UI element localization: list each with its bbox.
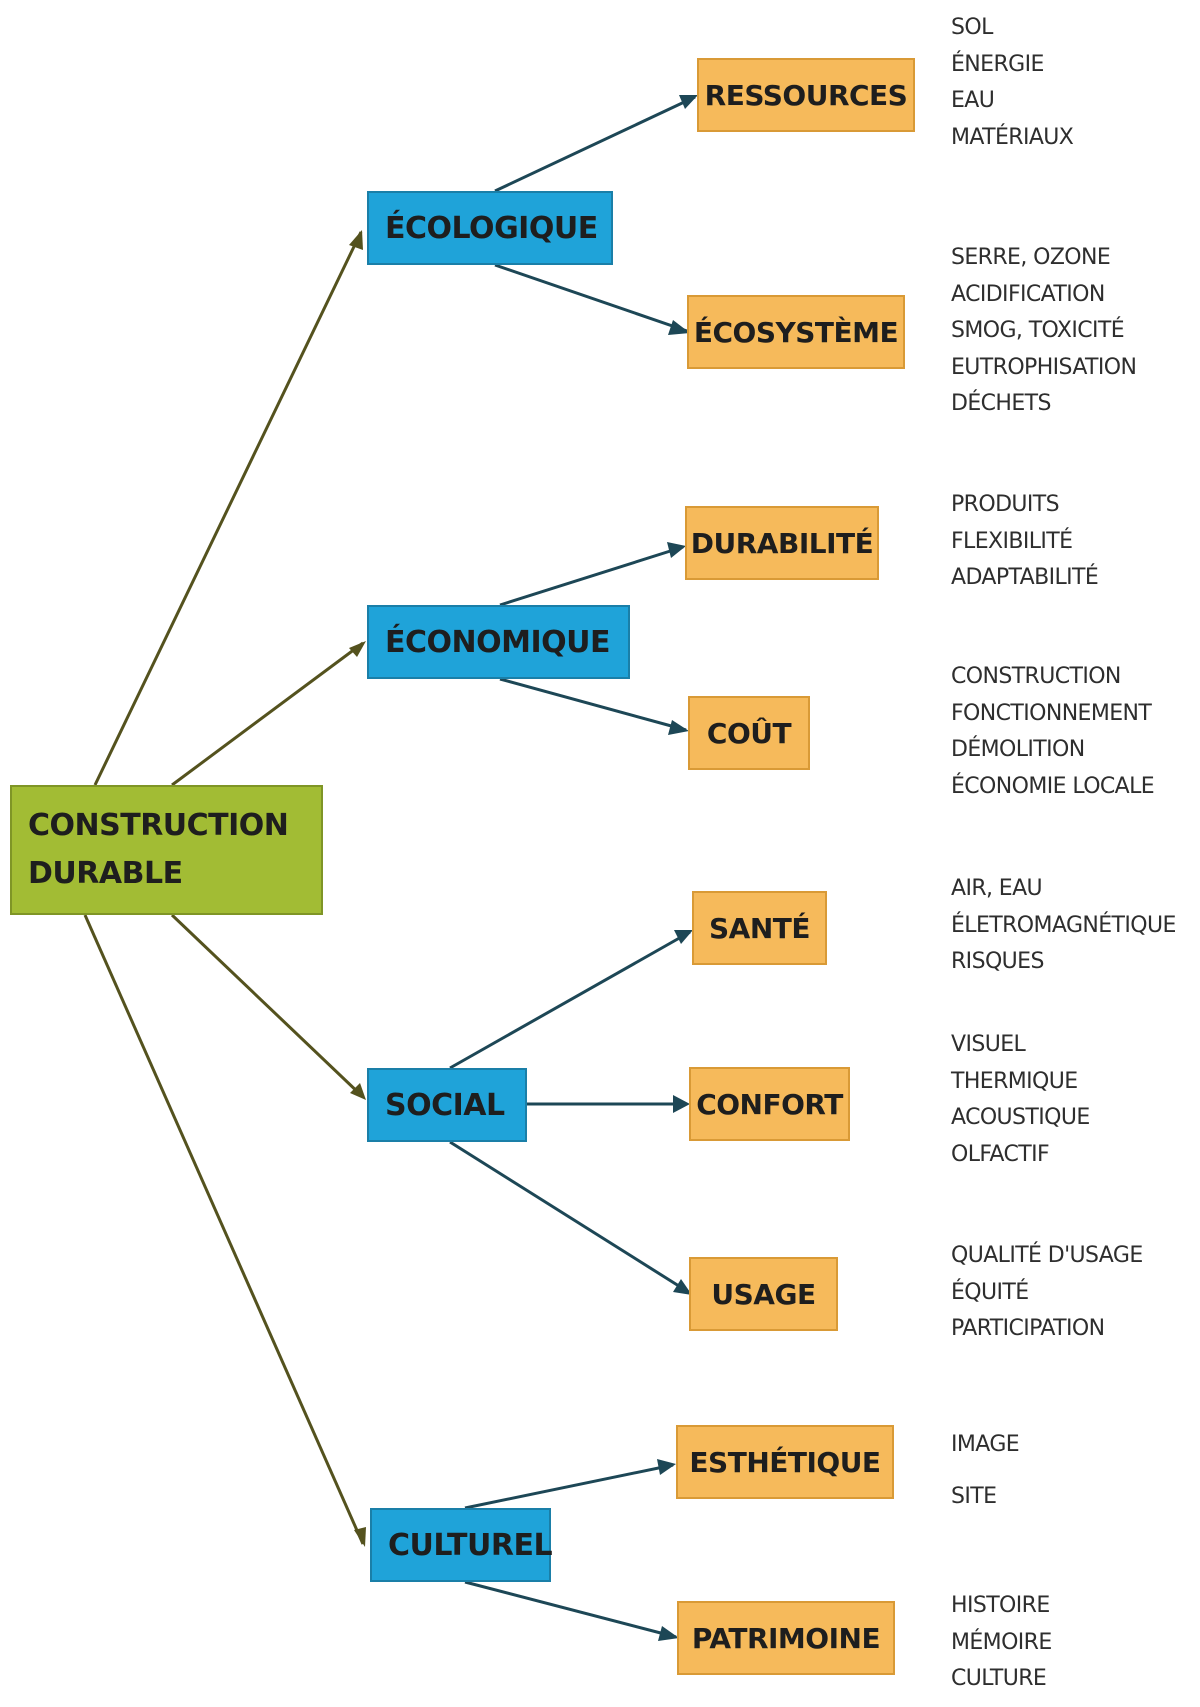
subcategory-patrimoine: PATRIMOINE	[677, 1601, 895, 1675]
list-item: FLEXIBILITÉ	[951, 528, 1073, 554]
list-item: SMOG, TOXICITÉ	[951, 318, 1125, 343]
list-item: SITE	[951, 1484, 997, 1509]
list-item: MATÉRIAUX	[951, 124, 1074, 150]
category-social: SOCIAL	[367, 1068, 527, 1142]
arrow-root-ecologique	[93, 231, 363, 786]
arrow-culturel-patrimoine	[464, 1580, 677, 1639]
list-item: QUALITÉ D'USAGE	[951, 1243, 1143, 1268]
list-item: ÉNERGIE	[951, 51, 1044, 77]
subcategory-usage: USAGE	[689, 1257, 838, 1331]
item-list-confort: VISUEL THERMIQUE ACOUSTIQUE OLFACTIF	[951, 1027, 1090, 1173]
category-culturel: CULTUREL	[370, 1508, 553, 1582]
subcategory-label: ESTHÉTIQUE	[689, 1445, 881, 1479]
subcategory-label: USAGE	[711, 1277, 816, 1311]
item-list-esthetique: IMAGE SITE	[951, 1419, 1020, 1523]
arrow-culturel-esthetique	[464, 1463, 674, 1510]
subcategory-ecosysteme: ÉCOSYSTÈME	[687, 295, 905, 369]
category-label: SOCIAL	[385, 1087, 505, 1123]
subcategory-ressources: RESSOURCES	[697, 58, 915, 132]
list-item: DÉCHETS	[951, 391, 1051, 416]
subcategory-esthetique: ESTHÉTIQUE	[676, 1425, 894, 1499]
category-label: CULTUREL	[388, 1527, 553, 1563]
subcategory-confort: CONFORT	[689, 1067, 850, 1141]
list-item: ÉQUITÉ	[951, 1279, 1029, 1305]
list-item: RISQUES	[951, 949, 1044, 974]
arrow-root-social	[170, 913, 365, 1099]
subcategory-label: SANTÉ	[709, 911, 811, 945]
list-item: HISTOIRE	[951, 1593, 1050, 1618]
subcategory-cout: COÛT	[688, 696, 810, 770]
subcategory-label: ÉCOSYSTÈME	[693, 315, 899, 349]
list-item: VISUEL	[951, 1032, 1026, 1057]
subcategory-label: COÛT	[706, 716, 792, 750]
item-list-cout: CONSTRUCTION FONCTIONNEMENT DÉMOLITION É…	[951, 659, 1155, 805]
category-economique: ÉCONOMIQUE	[367, 605, 630, 679]
list-item: ADAPTABILITÉ	[951, 565, 1099, 590]
item-list-usage: QUALITÉ D'USAGE ÉQUITÉ PARTICIPATION	[951, 1238, 1143, 1348]
arrow-economique-cout	[499, 677, 687, 732]
list-item: FONCTIONNEMENT	[951, 700, 1152, 726]
list-item: THERMIQUE	[951, 1068, 1078, 1094]
item-list-durabilite: PRODUITS FLEXIBILITÉ ADAPTABILITÉ	[951, 487, 1099, 597]
list-item: DÉMOLITION	[951, 737, 1085, 762]
arrow-ecologique-ecosysteme	[494, 263, 688, 333]
list-item: ÉCONOMIE LOCALE	[951, 773, 1155, 799]
list-item: OLFACTIF	[951, 1141, 1050, 1167]
item-list-ressources: SOL ÉNERGIE EAU MATÉRIAUX	[951, 10, 1074, 156]
list-item: EAU	[951, 88, 995, 113]
subcategory-label: DURABILITÉ	[690, 526, 874, 560]
list-item: IMAGE	[951, 1432, 1020, 1457]
arrow-social-usage	[449, 1140, 691, 1295]
arrow-ecologique-ressources	[494, 95, 696, 193]
arrow-root-economique	[171, 641, 364, 787]
list-item: EUTROPHISATION	[951, 354, 1137, 380]
subcategory-label: RESSOURCES	[704, 78, 908, 112]
item-list-ecosysteme: SERRE, OZONE ACIDIFICATION SMOG, TOXICIT…	[951, 240, 1137, 423]
list-item: AIR, EAU	[951, 876, 1043, 901]
list-item: ACOUSTIQUE	[951, 1105, 1090, 1130]
arrow-social-sante	[449, 930, 691, 1070]
root-node: CONSTRUCTION DURABLE	[10, 785, 323, 915]
list-item: SERRE, OZONE	[951, 245, 1111, 270]
arrow-economique-durabilite	[499, 545, 684, 607]
subcategory-label: CONFORT	[696, 1087, 843, 1121]
item-list-patrimoine: HISTOIRE MÉMOIRE CULTURE	[951, 1588, 1052, 1698]
list-item: CULTURE	[951, 1666, 1047, 1691]
category-label: ÉCOLOGIQUE	[385, 210, 598, 246]
subcategory-label: PATRIMOINE	[691, 1621, 881, 1655]
category-label: ÉCONOMIQUE	[385, 624, 611, 660]
arrow-root-culturel	[83, 914, 365, 1545]
list-item: CONSTRUCTION	[951, 664, 1121, 689]
list-item: ACIDIFICATION	[951, 281, 1105, 307]
item-list-sante: AIR, EAU ÉLETROMAGNÉTIQUE RISQUES	[951, 871, 1176, 981]
subcategory-durabilite: DURABILITÉ	[685, 506, 879, 580]
list-item: PARTICIPATION	[951, 1316, 1105, 1341]
subcategory-sante: SANTÉ	[692, 891, 827, 965]
list-item: PRODUITS	[951, 492, 1060, 517]
root-label: CONSTRUCTION DURABLE	[28, 808, 289, 891]
list-item: SOL	[951, 15, 993, 40]
list-item: ÉLETROMAGNÉTIQUE	[951, 912, 1176, 938]
list-item: MÉMOIRE	[951, 1629, 1052, 1655]
category-ecologique: ÉCOLOGIQUE	[367, 191, 613, 265]
